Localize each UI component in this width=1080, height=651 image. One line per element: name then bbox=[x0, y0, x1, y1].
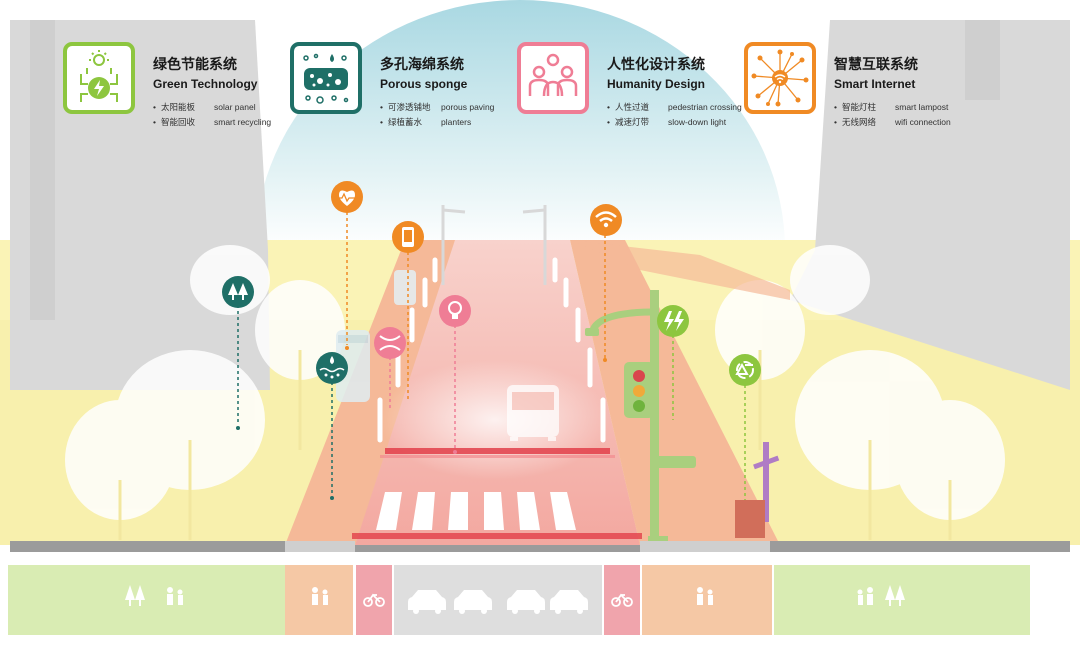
system-title-cn: 智慧互联系统 bbox=[834, 57, 918, 73]
car-icon bbox=[550, 590, 588, 614]
tree-silhouettes bbox=[65, 245, 1005, 520]
system-title-cn: 人性化设计系统 bbox=[607, 57, 705, 73]
pedestrian-icon bbox=[697, 587, 713, 605]
bicycle-icons bbox=[363, 593, 633, 607]
recycle-icon bbox=[729, 354, 761, 386]
section-icons bbox=[125, 585, 905, 606]
water-icon bbox=[316, 352, 348, 384]
ground-line bbox=[10, 541, 285, 552]
system-title-en: Smart Internet bbox=[834, 77, 916, 91]
car-icon bbox=[454, 590, 492, 614]
system-title-en: Humanity Design bbox=[607, 77, 706, 91]
street-lamps bbox=[441, 205, 547, 285]
section-bike-left bbox=[356, 565, 392, 635]
recycling-post bbox=[753, 442, 780, 522]
pedestrian-icon bbox=[857, 587, 873, 605]
car-icons bbox=[408, 590, 588, 614]
people-icon bbox=[517, 42, 589, 114]
system-title-cn: 多孔海绵系统 bbox=[380, 57, 464, 73]
smart-pole bbox=[585, 290, 696, 545]
phone-icon bbox=[392, 221, 424, 253]
tree-icon bbox=[885, 585, 905, 606]
bicycle-icon bbox=[611, 593, 633, 607]
network-icon bbox=[744, 42, 816, 114]
leader-lines bbox=[237, 212, 746, 500]
tree-icon bbox=[125, 585, 145, 606]
solar-circuit-icon bbox=[63, 42, 135, 114]
system-title-en: Porous sponge bbox=[380, 77, 468, 91]
sky-dome bbox=[255, 0, 785, 250]
system-title-cn: 绿色节能系统 bbox=[153, 57, 237, 73]
wifi-icon bbox=[590, 204, 622, 236]
bicycle-icon bbox=[363, 593, 385, 607]
pedestrian-icon bbox=[312, 587, 328, 605]
lightning-icon bbox=[657, 305, 689, 337]
left-sidewalk bbox=[285, 240, 460, 545]
heart-pulse-icon bbox=[331, 181, 363, 213]
zebra-crossing bbox=[376, 492, 576, 530]
crossing-icon bbox=[374, 327, 406, 359]
section-sidewalk-left bbox=[285, 565, 353, 635]
posts-right bbox=[552, 257, 606, 443]
slow-down-light-bar bbox=[385, 448, 610, 454]
pedestrian-icon bbox=[167, 587, 183, 605]
section-green-left bbox=[8, 565, 285, 635]
water-planters bbox=[336, 270, 416, 402]
sponge-icon bbox=[290, 42, 362, 114]
section-bike-right bbox=[604, 565, 640, 635]
bus bbox=[507, 385, 559, 441]
section-sidewalk-right bbox=[642, 565, 772, 635]
posts-left bbox=[377, 257, 438, 443]
lightbulb-icon bbox=[439, 295, 471, 327]
system-title-en: Green Technology bbox=[153, 77, 258, 91]
recycle-bin bbox=[735, 500, 765, 538]
car-icon bbox=[408, 590, 446, 614]
trees-icon bbox=[222, 276, 254, 308]
car-icon bbox=[507, 590, 545, 614]
